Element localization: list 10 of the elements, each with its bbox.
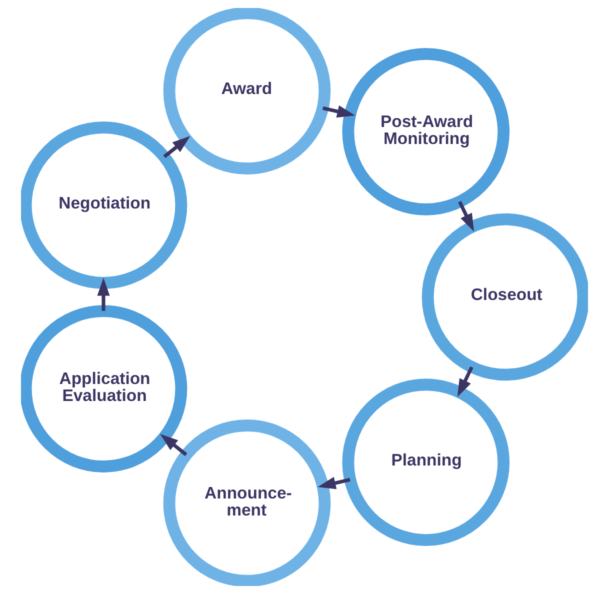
node-circle: Announce-ment (162, 420, 330, 586)
arrow (160, 434, 187, 456)
arrow (317, 476, 350, 490)
arrow (458, 201, 474, 232)
arrow (322, 105, 355, 118)
arrow (162, 136, 190, 158)
arrow (96, 278, 110, 311)
node-circle: Post-Award Monitoring (342, 48, 510, 216)
arrow (456, 366, 473, 397)
node-circle: Negotiation (20, 122, 187, 289)
